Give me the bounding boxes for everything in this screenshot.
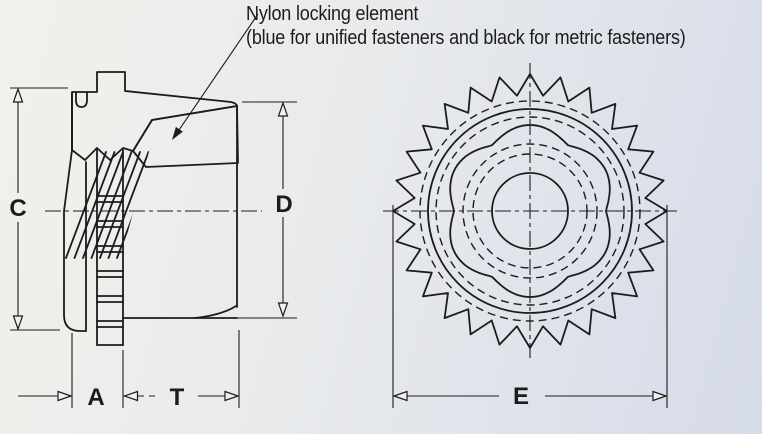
knurled-pilot	[96, 149, 124, 346]
arrowhead-right	[57, 390, 73, 402]
arrowhead-left	[392, 390, 408, 402]
thread-flank-line	[99, 151, 141, 259]
dim-label-t: T	[170, 384, 185, 411]
dimension-D: D	[160, 101, 297, 319]
dim-label-c: C	[9, 195, 26, 222]
arrowhead-left	[122, 390, 139, 402]
top-notch	[75, 91, 88, 108]
annotation-line1: Nylon locking element	[246, 3, 419, 25]
annotation-leader	[172, 13, 259, 140]
dimension-T: T	[122, 330, 240, 411]
hidden-circle-thread-outer	[462, 143, 598, 279]
dim-label-a: A	[87, 384, 104, 411]
locking-collar-profile	[449, 124, 611, 298]
annotation-line2: (blue for unified fasteners and black fo…	[246, 27, 686, 49]
thread-flank-line	[90, 151, 133, 259]
arrowhead-right	[224, 390, 240, 402]
annotation-nylon-locking-element: Nylon locking element (blue for unified …	[246, 2, 686, 50]
nut-body-section	[71, 71, 238, 161]
thread-flank-line	[65, 151, 107, 259]
dimension-E: E	[392, 205, 668, 410]
thread-hole-circle	[491, 172, 569, 250]
dim-label-e: E	[513, 383, 529, 410]
arrowhead-down	[277, 302, 289, 318]
dimension-A: A	[18, 333, 124, 411]
arrowhead-up	[12, 87, 24, 103]
nylon-locking-element-section	[132, 105, 239, 168]
serrated-clinching-ring	[392, 73, 668, 349]
hidden-circle-outer	[419, 100, 641, 322]
section-view	[45, 71, 262, 346]
leader-arrowhead	[172, 126, 183, 140]
arrowhead-up	[277, 101, 289, 117]
dim-label-d: D	[275, 191, 292, 218]
thread-flank-line	[82, 151, 124, 259]
front-view	[383, 63, 677, 358]
arrowhead-right	[652, 390, 668, 402]
arrowhead-down	[12, 315, 24, 331]
thread-flank-line	[73, 151, 116, 259]
shoulder-circle	[427, 108, 633, 314]
dimension-C: C	[9, 87, 68, 331]
hidden-circle-thread-inner	[472, 153, 588, 269]
hidden-circle-mid	[435, 116, 625, 306]
thread-flank-line	[107, 151, 150, 259]
